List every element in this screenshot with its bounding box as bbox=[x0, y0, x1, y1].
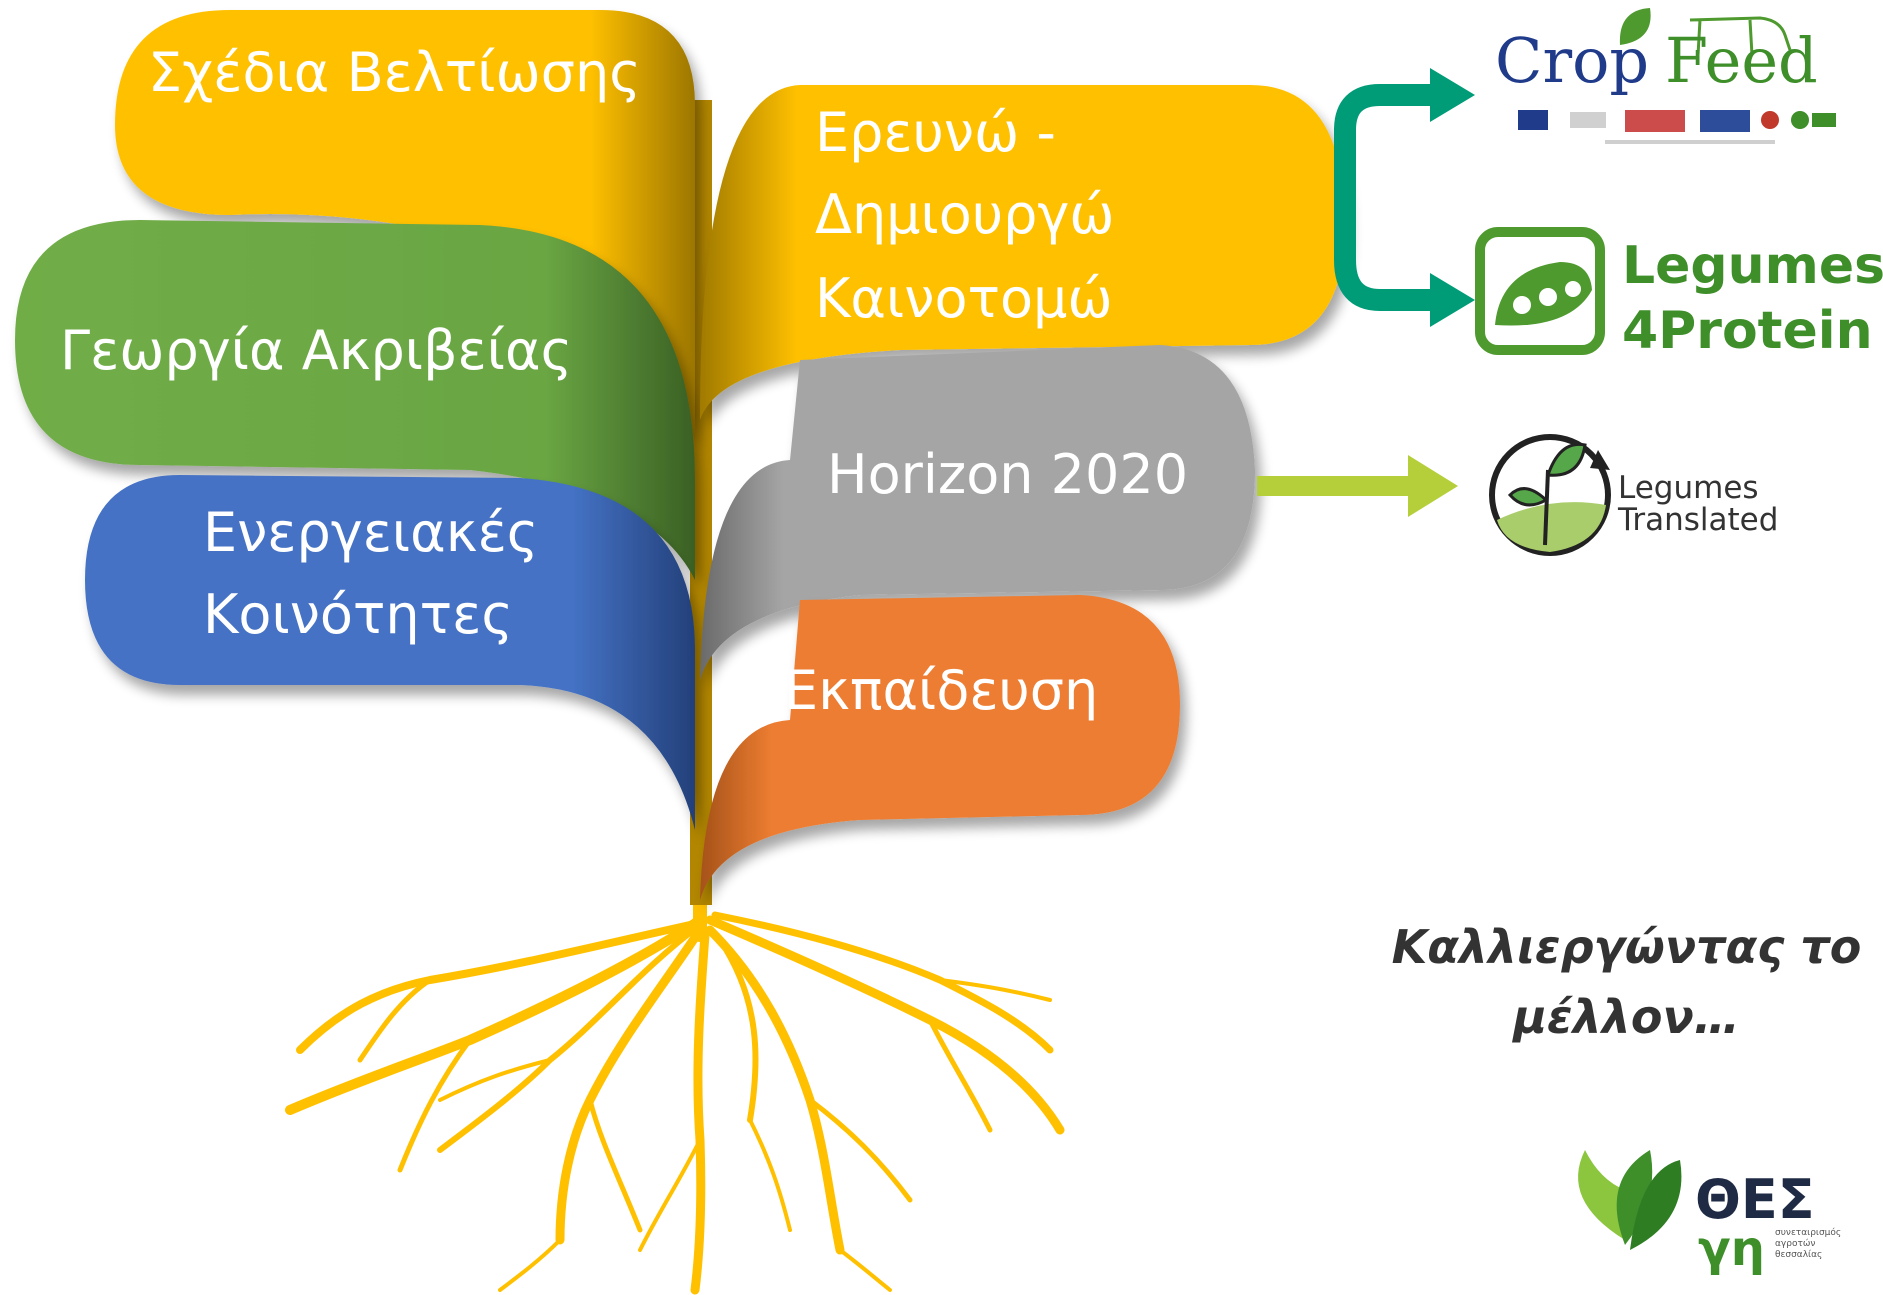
thes-small1: συνεταιρισμός bbox=[1775, 1227, 1841, 1238]
legumes-translated-field bbox=[1497, 502, 1606, 552]
thes-title: ΘΕΣ bbox=[1695, 1168, 1815, 1231]
branch-georgia-shape bbox=[15, 220, 695, 580]
legumes4protein-line2: 4Protein bbox=[1622, 301, 1873, 361]
lime-arrow-shaft bbox=[1257, 476, 1412, 496]
label-erevno-line3: Καινοτομώ bbox=[815, 267, 1113, 330]
sponsor-logo-6 bbox=[1812, 113, 1836, 127]
cow-icon bbox=[1689, 16, 1792, 56]
label-erevno-line2: Δημιουργώ bbox=[815, 183, 1115, 246]
pea-icon-3 bbox=[1565, 281, 1581, 297]
branch-horizon-shape bbox=[700, 345, 1255, 680]
cropfeed-logo-feed: Feed bbox=[1665, 24, 1818, 97]
tagline-line1: Καλλιεργώντας το bbox=[1391, 920, 1862, 974]
leaf-icon-1 bbox=[1545, 442, 1587, 477]
sponsor-logo-4 bbox=[1761, 111, 1779, 129]
teal-bracket-arrow bbox=[1334, 84, 1440, 311]
label-ekpaideusi: Εκπαίδευση bbox=[784, 659, 1099, 722]
legumes4protein-line1: Legumes bbox=[1622, 236, 1883, 296]
label-energeiakes-line1: Ενεργειακές bbox=[203, 501, 539, 564]
branch-erevno-shape bbox=[700, 85, 1345, 420]
eu-flag-icon bbox=[1518, 110, 1548, 130]
legumes-translated-line1: Legumes bbox=[1618, 470, 1759, 506]
label-horizon-2020: Horizon 2020 bbox=[827, 443, 1189, 506]
thes-leaf-left bbox=[1578, 1150, 1625, 1240]
thes-small2: αγροτών bbox=[1775, 1238, 1815, 1249]
pea-icon-1 bbox=[1513, 296, 1531, 314]
thes-leaf-right bbox=[1630, 1160, 1682, 1250]
cropfeed-caption-line bbox=[1605, 140, 1775, 144]
leaf-icon-2 bbox=[1507, 487, 1549, 507]
legumes4protein-frame bbox=[1475, 227, 1605, 355]
legumes4protein-logo: Legumes 4Protein bbox=[1475, 227, 1883, 361]
label-sxedia-veltiosis: Σχέδια Βελτίωσης bbox=[148, 41, 641, 104]
label-georgia-akriveias: Γεωργία Ακριβείας bbox=[60, 319, 573, 382]
sponsor-logo-1 bbox=[1570, 112, 1606, 128]
leaf-icon bbox=[1619, 8, 1651, 45]
label-erevno-line1: Ερευνώ - bbox=[815, 101, 1056, 164]
cropfeed-logo-crop: Crop bbox=[1495, 24, 1649, 97]
tagline: Καλλιεργώντας το μέλλον… bbox=[1370, 912, 1883, 1052]
pea-icon-2 bbox=[1539, 288, 1557, 306]
teal-arrowhead-top bbox=[1430, 68, 1475, 122]
branch-energeiakes-shape bbox=[85, 475, 695, 830]
sponsor-logo-5 bbox=[1791, 111, 1809, 129]
legumes-translated-line2: Translated bbox=[1617, 502, 1778, 538]
thes-small3: θεσσαλίας bbox=[1775, 1250, 1822, 1260]
sponsor-logo-2 bbox=[1625, 110, 1685, 132]
legumes-translated-logo: Legumes Translated bbox=[1489, 434, 1778, 556]
root-system-icon bbox=[285, 893, 1065, 1295]
cropfeed-logo: Crop Feed bbox=[1495, 8, 1836, 144]
sponsor-logo-3 bbox=[1700, 110, 1750, 132]
thes-sub: γη bbox=[1698, 1221, 1765, 1277]
sprout-icon bbox=[1543, 469, 1550, 546]
label-energeiakes-line2: Κοινότητες bbox=[203, 583, 514, 646]
circular-arrow-icon bbox=[1590, 450, 1610, 470]
teal-arrowhead-bottom bbox=[1430, 273, 1475, 327]
thes-leaf-mid bbox=[1616, 1150, 1653, 1245]
thes-logo: ΘΕΣ γη συνεταιρισμός αγροτών θεσσαλίας bbox=[1578, 1150, 1841, 1277]
lime-arrowhead bbox=[1408, 455, 1458, 517]
branch-ekpaideusi-shape bbox=[700, 595, 1180, 900]
tagline-line2: μέλλον… bbox=[1513, 990, 1740, 1044]
